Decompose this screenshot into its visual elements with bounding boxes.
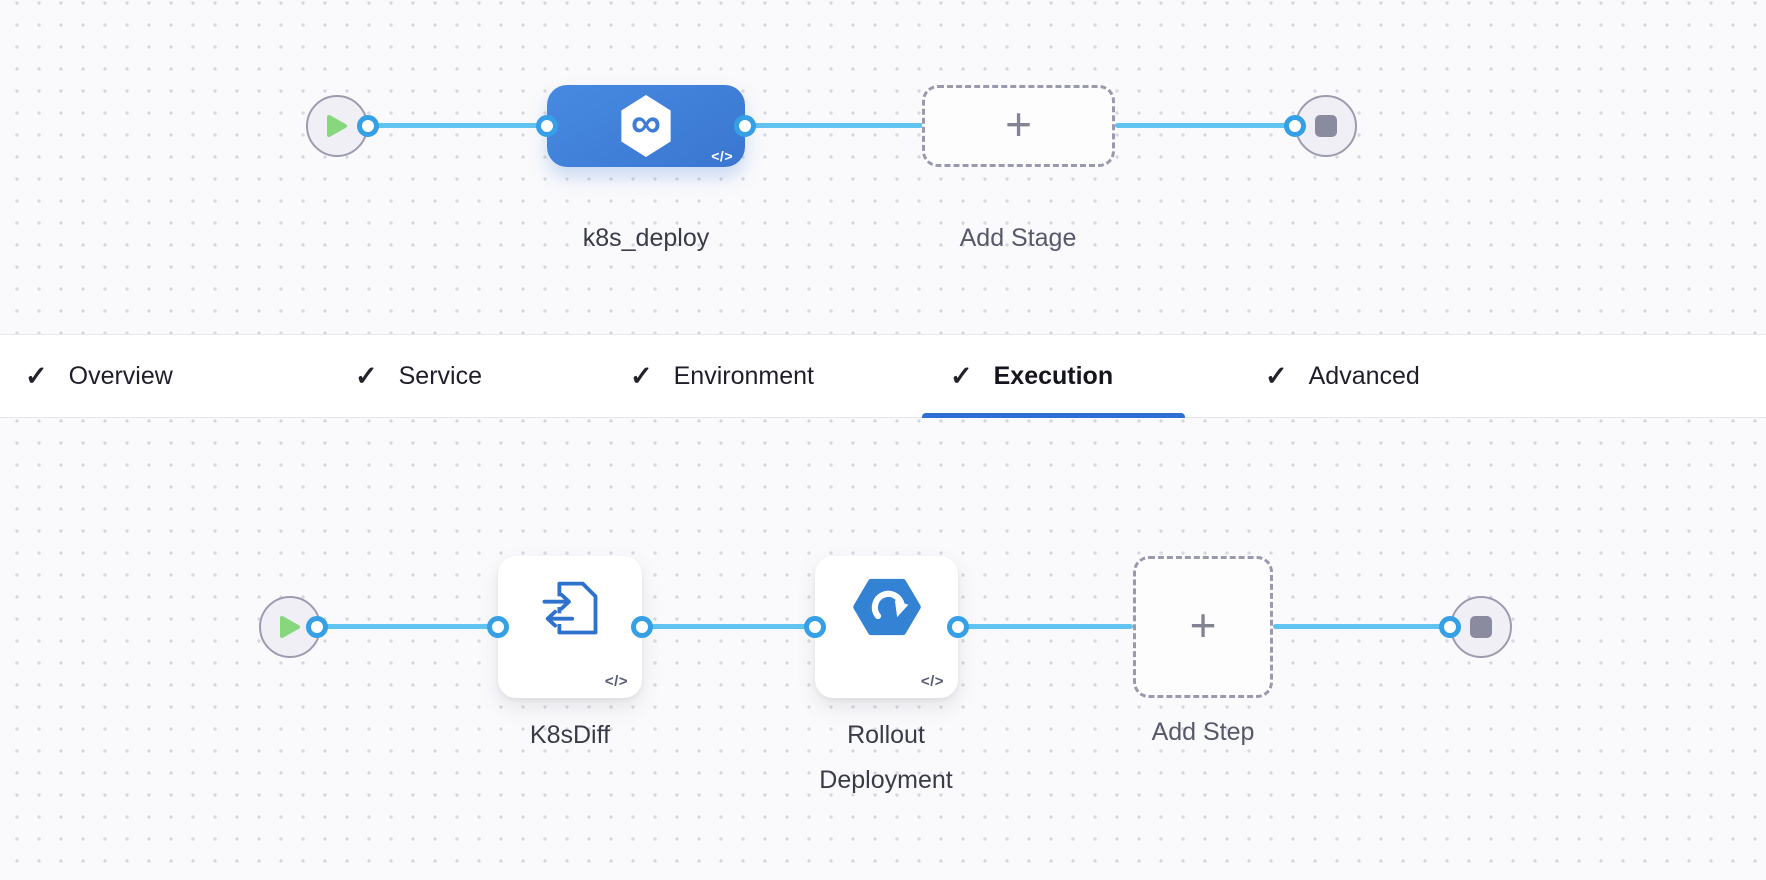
check-icon: ✓	[950, 360, 973, 391]
port-start-out[interactable]	[306, 616, 328, 638]
tab-service[interactable]: ✓ Service	[355, 360, 482, 391]
k8s-diff-icon	[542, 581, 598, 635]
add-stage-label[interactable]: Add Stage	[959, 224, 1077, 252]
active-tab-underline	[922, 413, 1185, 421]
step-label-k8sdiff: K8sDiff	[529, 721, 611, 749]
port-end-in[interactable]	[1439, 616, 1461, 638]
stage-node-k8s-deploy[interactable]: ∞ </>	[547, 85, 745, 167]
check-icon: ✓	[1265, 360, 1288, 391]
wire-stage-to-addstage	[745, 123, 923, 128]
step-node-rollout-deployment[interactable]: </>	[815, 556, 958, 698]
tab-environment[interactable]: ✓ Environment	[630, 360, 814, 391]
stage-graph-canvas[interactable]: ∞ </> + k8s_deploy Add Stage	[0, 0, 1766, 335]
wire-addstep-to-end	[1273, 624, 1450, 629]
stage-config-tab-bar: ✓ Overview ✓ Service ✓ Environment ✓ Exe…	[0, 335, 1766, 421]
step-flow-start-node[interactable]	[259, 596, 321, 658]
tab-advanced[interactable]: ✓ Advanced	[1265, 360, 1420, 391]
play-icon	[327, 115, 347, 137]
plus-icon: +	[1189, 599, 1217, 651]
port-k8sdiff-in[interactable]	[487, 616, 509, 638]
tab-overview[interactable]: ✓ Overview	[25, 360, 173, 391]
execution-graph-canvas[interactable]: </> </> + K8sDiff Rollout Deployment Add…	[0, 418, 1766, 880]
add-step-button[interactable]: +	[1133, 556, 1273, 698]
step-label-rollout-deployment: Rollout Deployment	[819, 721, 953, 794]
wire-start-to-k8sdiff	[317, 624, 498, 629]
wire-start-to-stage	[368, 123, 547, 128]
check-icon: ✓	[25, 360, 48, 391]
port-rollout-in[interactable]	[804, 616, 826, 638]
tab-execution[interactable]: ✓ Execution	[950, 360, 1114, 391]
check-icon: ✓	[630, 360, 653, 391]
port-end-in[interactable]	[1284, 115, 1306, 137]
stage-node-label: k8s_deploy	[582, 224, 710, 252]
add-stage-button[interactable]: +	[922, 85, 1115, 167]
code-view-icon[interactable]: </>	[711, 148, 733, 164]
stop-icon	[1315, 115, 1337, 137]
check-icon: ✓	[355, 360, 378, 391]
port-stage-out[interactable]	[734, 115, 756, 137]
code-view-icon[interactable]: </>	[920, 673, 944, 690]
code-view-icon[interactable]: </>	[604, 673, 628, 690]
add-step-label[interactable]: Add Step	[1151, 718, 1255, 746]
wire-k8sdiff-to-rollout	[642, 624, 815, 629]
harness-hexagon-icon: ∞	[621, 95, 671, 157]
wire-addstage-to-end	[1115, 123, 1295, 128]
play-icon	[280, 616, 300, 638]
plus-icon: +	[1005, 98, 1032, 150]
wire-rollout-to-addstep	[958, 624, 1133, 629]
port-k8sdiff-out[interactable]	[631, 616, 653, 638]
step-node-k8sdiff[interactable]: </>	[498, 556, 642, 698]
infinity-icon: ∞	[631, 99, 661, 146]
port-rollout-out[interactable]	[947, 616, 969, 638]
stop-icon	[1470, 616, 1492, 638]
port-start-out[interactable]	[357, 115, 379, 137]
rollout-deployment-icon	[852, 578, 921, 636]
port-stage-in[interactable]	[536, 115, 558, 137]
